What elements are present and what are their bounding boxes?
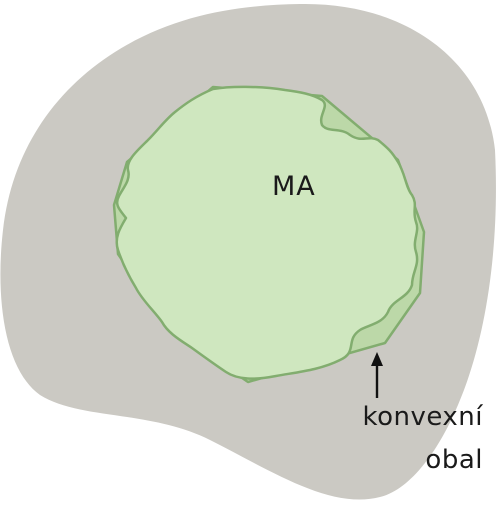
region-label: MA — [272, 171, 316, 202]
callout-line-1: konvexní — [323, 396, 483, 439]
callout-label: konvexní obal — [323, 396, 483, 482]
callout-line-2: obal — [323, 439, 483, 482]
